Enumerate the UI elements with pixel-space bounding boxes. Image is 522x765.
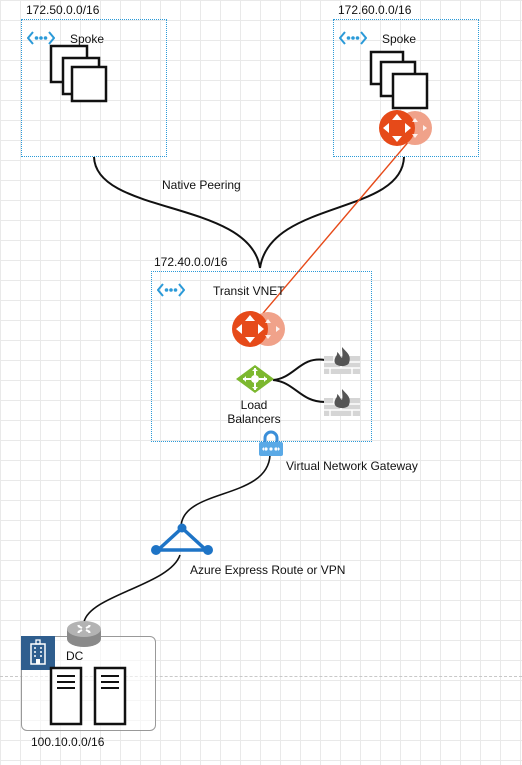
virtual-machines-icon bbox=[49, 44, 108, 103]
on-prem-router-icon bbox=[67, 621, 101, 647]
gateway-label: Virtual Network Gateway bbox=[286, 459, 418, 473]
spoke-right-cidr: 172.60.0.0/16 bbox=[338, 3, 412, 17]
expressroute-icon bbox=[151, 523, 213, 555]
building-icon bbox=[21, 636, 55, 670]
gateway-er-line bbox=[180, 454, 271, 528]
transit-cidr: 172.40.0.0/16 bbox=[154, 255, 228, 269]
on-premises-divider bbox=[0, 676, 522, 677]
route-line bbox=[252, 139, 411, 326]
spoke-left-vnet: Spoke bbox=[21, 19, 167, 157]
expressroute-label: Azure Express Route or VPN bbox=[190, 563, 346, 577]
vpn-gateway-icon bbox=[259, 430, 283, 456]
er-dc-line bbox=[83, 554, 181, 623]
lb-label-line2: Balancers bbox=[227, 412, 281, 426]
router-icon bbox=[379, 110, 432, 146]
router-icon bbox=[232, 311, 285, 347]
lb-firewall-line-1 bbox=[272, 358, 326, 381]
vnet-icon bbox=[339, 31, 367, 45]
firewall-icon bbox=[324, 389, 360, 416]
vnet-icon bbox=[157, 283, 185, 297]
peering-line-left bbox=[93, 156, 261, 269]
peering-line-right bbox=[259, 156, 405, 269]
spoke-left-title: Spoke bbox=[70, 32, 105, 46]
firewall-icon bbox=[324, 347, 360, 374]
spoke-right-vnet: Spoke bbox=[333, 19, 479, 157]
spoke-left-cidr: 172.50.0.0/16 bbox=[26, 3, 100, 17]
transit-vnet: Transit VNET Load Balancers bbox=[151, 271, 372, 442]
servers-icon bbox=[49, 666, 127, 726]
transit-title: Transit VNET bbox=[213, 284, 285, 298]
virtual-machines-icon bbox=[369, 50, 429, 110]
load-balancer-icon bbox=[236, 365, 274, 393]
peering-label: Native Peering bbox=[162, 178, 241, 192]
dc-cidr: 100.10.0.0/16 bbox=[31, 735, 105, 749]
dc-label: DC bbox=[66, 649, 84, 663]
datacenter-box: DC bbox=[21, 636, 156, 731]
vnet-icon bbox=[27, 31, 55, 45]
lb-label-line1: Load bbox=[240, 398, 268, 412]
lb-firewall-line-2 bbox=[272, 379, 326, 403]
spoke-right-title: Spoke bbox=[382, 32, 417, 46]
